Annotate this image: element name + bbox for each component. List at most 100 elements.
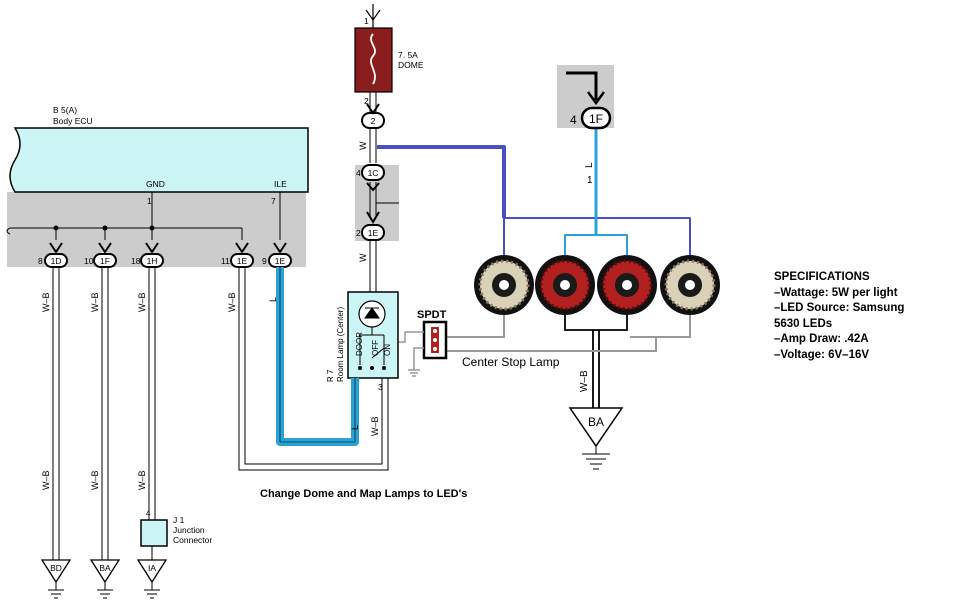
fuse-pin-bottom: 2: [364, 96, 369, 106]
wire-wb-4: W–B: [227, 292, 237, 312]
room-lamp-r7: DOOR OFF ON R 7 Room Lamp (Center) 2 3: [326, 291, 399, 392]
svg-text:1F: 1F: [589, 112, 603, 126]
wire-w-top: W: [358, 141, 368, 150]
connector-1d: 1D: [44, 242, 68, 268]
wire-wb-low2: W–B: [90, 470, 100, 490]
pin-1-l: 1: [587, 175, 593, 186]
wire-wb-ba: W–B: [579, 370, 590, 392]
ground-ba-center: BA: [568, 407, 624, 470]
switch-on: ON: [383, 344, 392, 356]
wire-l-r7: L: [350, 425, 360, 430]
gray-switch-wires: [446, 308, 691, 352]
blue-wire-l: [564, 128, 628, 262]
spec-line-2: –LED Source: Samsung: [774, 302, 905, 314]
ground-ba-bottom: BA: [89, 559, 121, 599]
pin-9: 9: [262, 256, 267, 266]
body-ecu: B 5(A) Body ECU GND ILE 1 7: [9, 105, 309, 206]
ecu-gnd-pin: 1: [147, 196, 152, 206]
spec-title: SPECIFICATIONS: [774, 271, 870, 283]
wire-wb-3: W–B: [137, 292, 147, 312]
pin-4-1c: 4: [356, 168, 361, 178]
connector-2: 2: [361, 112, 385, 129]
svg-text:1H: 1H: [147, 256, 158, 266]
svg-text:1F: 1F: [100, 256, 110, 266]
pin-8: 8: [38, 256, 43, 266]
wire-wb-1: W–B: [41, 292, 51, 312]
room-lamp-name: Room Lamp (Center): [336, 307, 345, 382]
spdt-label: SPDT: [417, 309, 447, 321]
j1-ref: J 1: [173, 515, 185, 525]
ground-ba-label: BA: [588, 415, 604, 429]
svg-text:IA: IA: [148, 563, 156, 573]
fuse-rating: 7. 5A: [398, 50, 418, 60]
led-lamps: [474, 255, 720, 315]
ecu-gnd-label: GND: [146, 179, 165, 189]
ecu-name: Body ECU: [53, 116, 93, 126]
room-lamp-ref: R 7: [326, 369, 335, 382]
led-lamp-1: [474, 255, 534, 315]
purple-wire: [377, 145, 691, 262]
ground-bd: BD: [40, 559, 72, 599]
blue-wire-ile-outline: [279, 267, 356, 443]
ecu-ile-label: ILE: [274, 179, 287, 189]
ecu-ile-pin: 7: [271, 196, 276, 206]
spec-line-3: 5630 LEDs: [774, 317, 833, 330]
pin-2-1e: 2: [356, 228, 361, 238]
connector-1e-top: 1E: [361, 211, 385, 241]
connector-1f-top: 1F: [580, 106, 612, 130]
pin-4-1f: 4: [570, 113, 577, 127]
svg-text:1E: 1E: [237, 256, 248, 266]
r7-pin-3: 3: [378, 382, 383, 392]
spdt-switch: SPDT: [417, 309, 448, 360]
spec-line-4: –Amp Draw: .42A: [774, 333, 869, 345]
spec-line-1: –Wattage: 5W per light: [774, 286, 898, 299]
lamp-ground-bus: [564, 308, 628, 410]
wire-wb-r7: W–B: [370, 416, 380, 436]
wire-wb-low3: W–B: [137, 470, 147, 490]
led-lamp-4: [660, 255, 720, 315]
caption: Change Dome and Map Lamps to LED's: [260, 488, 467, 500]
spdt-wires: [398, 331, 424, 377]
connector-1f: 1F: [93, 242, 117, 268]
j1-pin: 4: [146, 509, 151, 518]
junction-connector-j1: 4 J 1 Junction Connector: [140, 509, 212, 547]
ecu-internal-wires: [6, 192, 281, 240]
wire-w-mid: W: [358, 253, 368, 262]
svg-text:1C: 1C: [368, 168, 379, 178]
junction-1f-feed: [566, 71, 606, 106]
svg-text:1E: 1E: [275, 256, 286, 266]
connector-1h: 1H: [140, 242, 164, 268]
connector-1e-a: 1E: [230, 242, 254, 268]
fuse-name: DOME: [398, 60, 424, 70]
wire-wb-low1: W–B: [41, 470, 51, 490]
wire-l-top: L: [584, 162, 595, 168]
ecu-ref: B 5(A): [53, 105, 77, 115]
connector-1c-arrow: [366, 182, 380, 192]
specifications: SPECIFICATIONS –Wattage: 5W per light –L…: [774, 270, 904, 363]
svg-text:1E: 1E: [368, 228, 379, 238]
svg-text:1D: 1D: [51, 256, 62, 266]
pin-11: 11: [221, 256, 230, 266]
connector-1e-b: 1E: [268, 242, 292, 268]
pin-18: 18: [131, 256, 141, 266]
wire-wb-2: W–B: [90, 292, 100, 312]
j1-line1: Junction: [173, 525, 205, 535]
j1-line2: Connector: [173, 535, 212, 545]
switch-door: DOOR: [355, 332, 364, 356]
svg-text:BD: BD: [50, 563, 62, 573]
center-stop-label: Center Stop Lamp: [462, 355, 560, 369]
wire-l-ile: L: [268, 297, 278, 302]
led-lamp-2: [535, 255, 595, 315]
connector-1c: 1C: [361, 164, 385, 181]
connector-2-arrow: [366, 103, 380, 115]
dome-fuse: 1 2 7. 5A DOME: [354, 4, 424, 106]
led-lamp-3: [597, 255, 657, 315]
switch-off: OFF: [371, 340, 380, 356]
pin-10: 10: [84, 256, 94, 266]
spec-line-5: –Voltage: 6V–16V: [774, 348, 870, 361]
fuse-pin-top: 1: [364, 16, 369, 26]
svg-text:2: 2: [371, 116, 376, 126]
ground-ia: IA: [136, 559, 168, 599]
svg-text:BA: BA: [99, 563, 111, 573]
